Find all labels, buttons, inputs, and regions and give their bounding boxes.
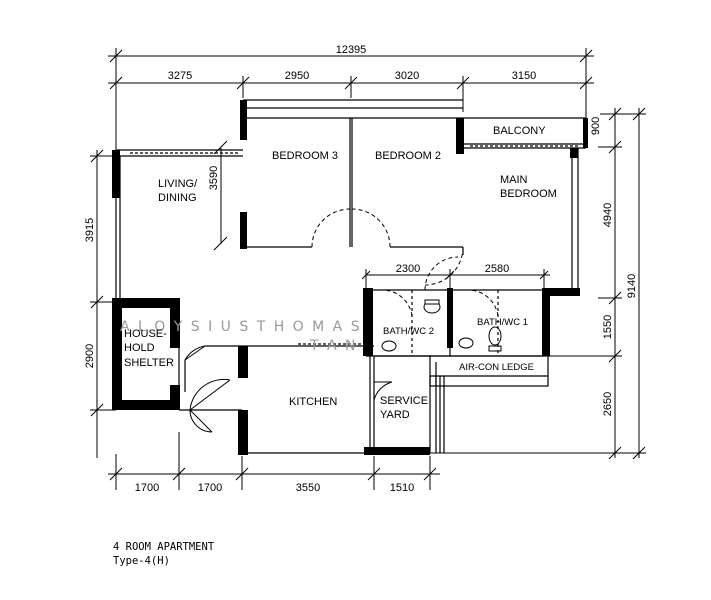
room-labels: LIVING/ DINING BEDROOM 3 BEDROOM 2 BALCO… [124,125,557,421]
dim-right-4: 2650 [602,392,614,416]
dim-bottom-3: 3550 [296,482,320,494]
dim-left-1: 3915 [84,218,96,242]
watermark: A L O Y S I U S T H O M A S T A N [120,319,362,354]
dim-living-depth: 3590 [208,166,220,190]
dim-overall-width: 12395 [336,44,367,56]
room-kitchen-label: KITCHEN [289,396,337,408]
room-bedroom-2-label: BEDROOM 2 [375,150,441,162]
dimension-lines [90,48,646,490]
plan-caption-type: Type-4(H) [113,555,170,567]
plan-caption-title: 4 ROOM APARTMENT [113,541,215,553]
watermark-text-2: T A N [309,338,358,354]
dim-top-4: 3150 [512,70,536,82]
dim-bottom-2: 1700 [198,482,222,494]
dim-bath-1: 2300 [396,263,420,275]
door-swings [184,208,499,433]
dim-top-1: 3275 [168,70,192,82]
dim-bottom-1: 1700 [135,482,159,494]
dim-right-1: 900 [590,117,602,135]
room-shelter-label-3: SHELTER [124,357,174,369]
watermark-text: A L O Y S I U S T H O M A S [120,319,362,335]
room-shelter-label-1: HOUSE- [124,328,167,340]
dim-top-3: 3020 [395,70,419,82]
room-living-label: LIVING/ [158,178,198,190]
dim-top-2: 2950 [285,70,309,82]
room-dining-label: DINING [158,192,197,204]
dim-right-2: 4940 [602,203,614,227]
bathroom-fixtures [381,299,502,352]
thin-walls [115,99,587,454]
dim-bath-2: 2580 [485,263,509,275]
room-aircon-ledge-label: AIR-CON LEDGE [459,362,534,373]
room-balcony-label: BALCONY [493,125,546,137]
room-main-label: MAIN [500,174,528,186]
room-yard-label: YARD [380,409,410,421]
room-main-bedroom-label: BEDROOM [500,188,557,200]
dim-right-3: 1550 [602,315,614,339]
dimension-labels: 12395 3275 2950 3020 3150 2300 2580 1700… [84,44,638,494]
dim-bottom-4: 1510 [390,482,414,494]
room-bedroom-3-label: BEDROOM 3 [272,150,338,162]
room-shelter-label-2: HOLD [124,342,155,354]
room-bath-1-label: BATH/WC 1 [477,317,528,328]
dim-overall-depth: 9140 [626,274,638,298]
room-service-label: SERVICE [380,395,428,407]
thick-walls [112,100,588,455]
dim-left-2: 2900 [84,344,96,368]
room-bath-2-label: BATH/WC 2 [383,326,434,337]
